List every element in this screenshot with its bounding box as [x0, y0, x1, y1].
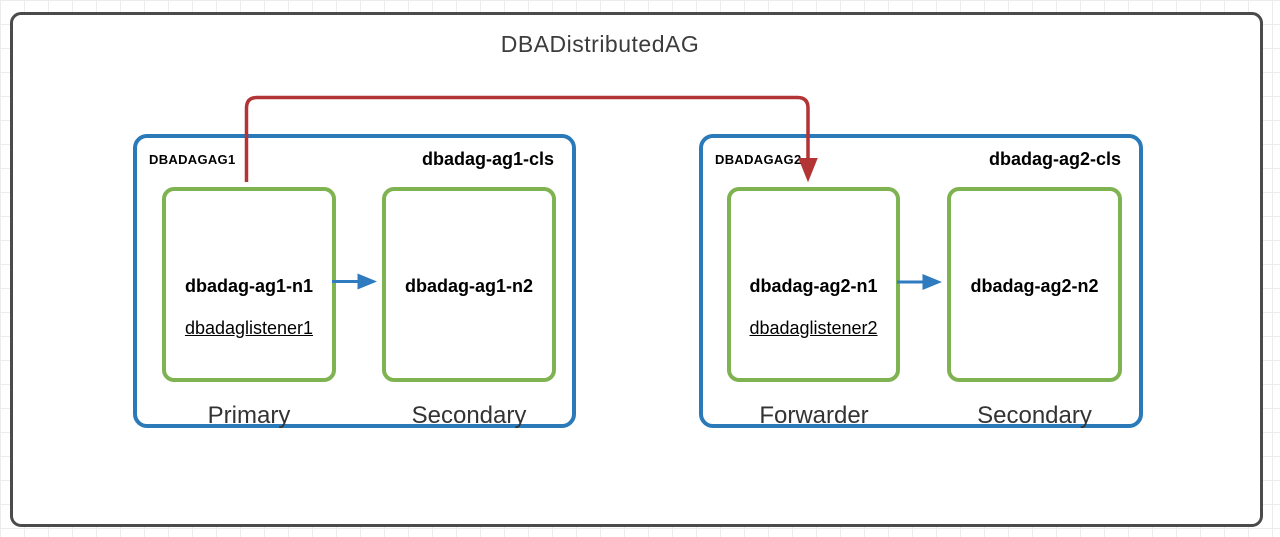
cluster1-name: dbadag-ag1-cls	[421, 149, 554, 169]
cluster-dbadag-ag1: DBADAGAG1 dbadag-ag1-cls dbadag-ag1-n1 d…	[133, 134, 576, 429]
node-dbadag-ag2-n2: dbadag-ag2-n2	[947, 187, 1122, 382]
node-dbadag-ag1-n2: dbadag-ag1-n2	[382, 187, 556, 382]
role-label-primary: Primary	[207, 402, 291, 429]
node-name: dbadag-ag2-n1	[749, 276, 878, 296]
cluster2-name: dbadag-ag2-cls	[988, 149, 1121, 169]
role-label-secondary-2: Secondary	[977, 402, 1092, 429]
role-label-forwarder: Forwarder	[759, 402, 869, 429]
listener-label: dbadaglistener2	[749, 318, 878, 338]
node-name: dbadag-ag2-n2	[970, 276, 1099, 296]
cluster1-wsfc-label: DBADAGAG1	[149, 152, 236, 167]
listener-label: dbadaglistener1	[184, 318, 314, 338]
node-name: dbadag-ag1-n2	[404, 276, 533, 296]
node-dbadag-ag1-n1: dbadag-ag1-n1 dbadaglistener1	[162, 187, 336, 382]
node-dbadag-ag2-n1: dbadag-ag2-n1 dbadaglistener2	[727, 187, 900, 382]
cluster2-wsfc-label: DBADAGAG2	[715, 152, 802, 167]
diagram-title: DBADistributedAG	[500, 31, 700, 57]
cluster-dbadag-ag2: DBADAGAG2 dbadag-ag2-cls dbadag-ag2-n1 d…	[699, 134, 1143, 429]
node-name: dbadag-ag1-n1	[184, 276, 313, 296]
role-label-secondary-1: Secondary	[411, 402, 527, 429]
